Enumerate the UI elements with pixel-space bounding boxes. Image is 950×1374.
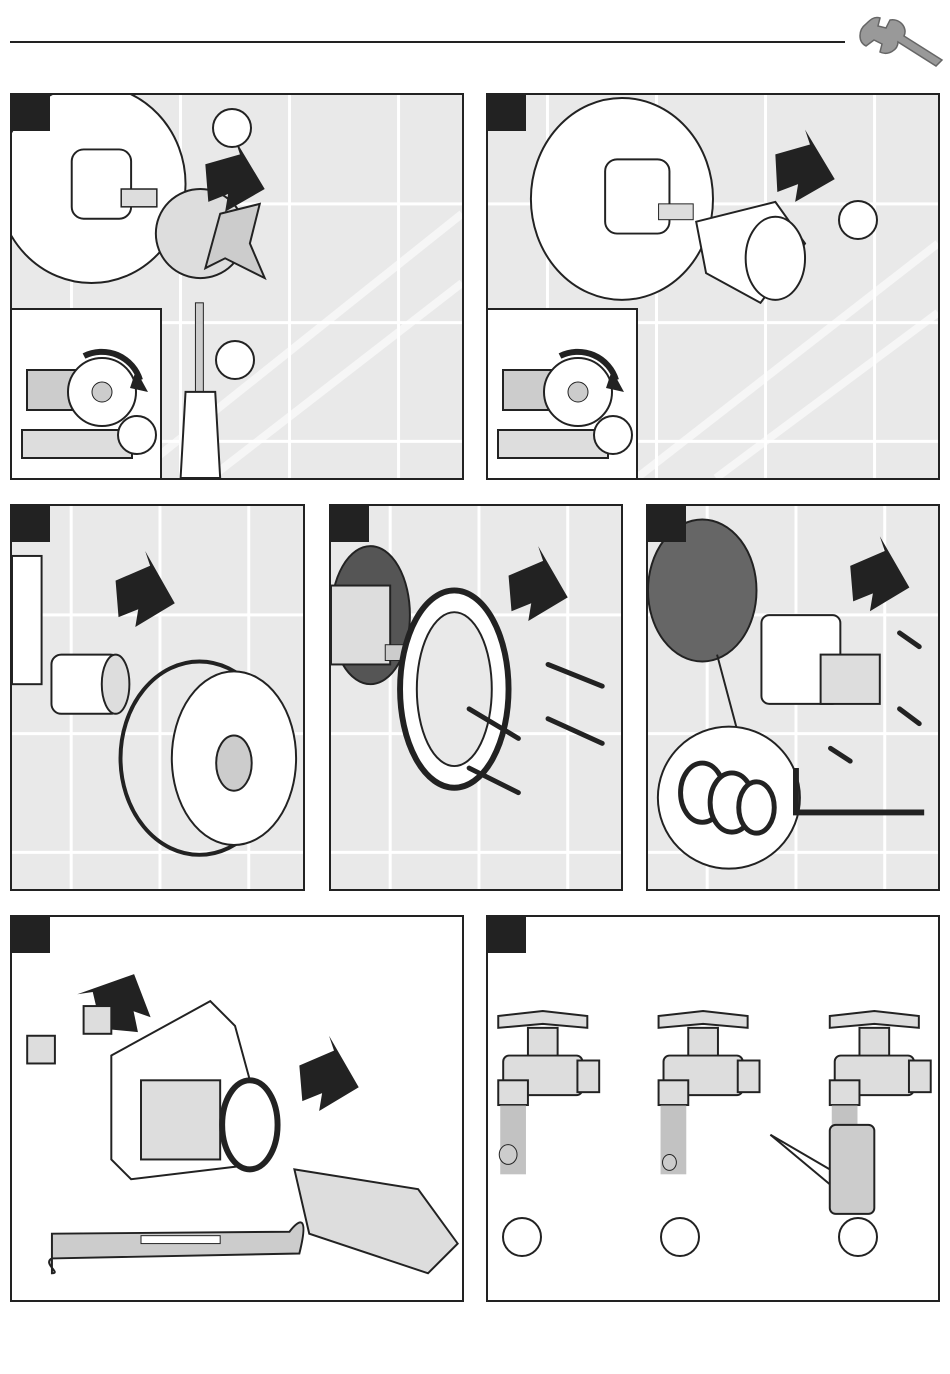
step-number-badge <box>12 506 50 542</box>
step-panel-6 <box>10 915 464 1302</box>
step-number-badge <box>488 95 526 131</box>
wrench-icon <box>852 10 944 70</box>
callout-circle <box>838 1217 878 1257</box>
step-panel-2 <box>486 93 940 480</box>
callout-circle <box>215 340 255 380</box>
header-rule <box>10 41 845 43</box>
escutcheon-removal-illustration <box>12 506 303 889</box>
step-number-badge <box>12 917 50 953</box>
callout-circle <box>660 1217 700 1257</box>
step-panel-1 <box>10 93 464 480</box>
step-number-badge <box>12 95 50 131</box>
callout-circle <box>212 108 252 148</box>
step-number-badge <box>648 506 686 542</box>
callout-circle <box>117 415 157 455</box>
callout-circle <box>502 1217 542 1257</box>
callout-circle <box>838 200 878 240</box>
step-panel-3 <box>10 504 305 891</box>
step-panel-7 <box>486 915 940 1302</box>
step-number-badge <box>331 506 369 542</box>
step-number-badge <box>488 917 526 953</box>
cartridge-removal-illustration <box>12 917 462 1300</box>
step-panel-4 <box>329 504 623 891</box>
plate-removal-illustration <box>331 506 621 889</box>
step-panel-5 <box>646 504 940 891</box>
callout-circle <box>593 415 633 455</box>
valve-body-screens-illustration <box>648 506 938 889</box>
